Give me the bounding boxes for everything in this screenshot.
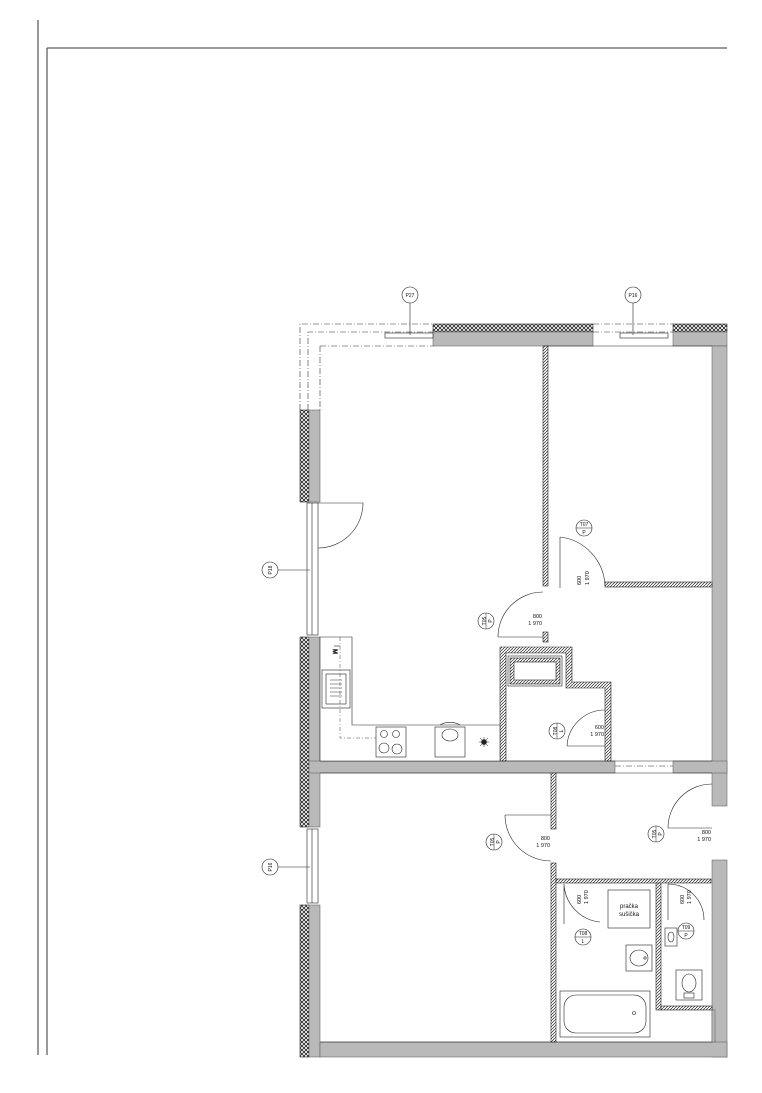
svg-text:M: M: [331, 649, 337, 654]
svg-text:P: P: [582, 530, 586, 536]
svg-text:P: P: [488, 619, 494, 623]
door-tag-t08-bath: T08 L 600 1 970: [574, 890, 592, 946]
svg-text:sušička: sušička: [619, 912, 640, 918]
svg-text:P: P: [658, 832, 664, 836]
svg-text:T08: T08: [579, 931, 588, 937]
window-tag-p18: P18: [261, 561, 310, 579]
svg-text:P18: P18: [268, 565, 274, 574]
facade-insulation: [299, 323, 728, 1058]
room-lines: [320, 345, 712, 1043]
windows: [306, 332, 669, 904]
svg-text:800: 800: [702, 830, 711, 836]
svg-text:L: L: [559, 729, 565, 732]
svg-text:800: 800: [541, 836, 550, 842]
svg-text:T05: T05: [490, 837, 496, 846]
service-core: [499, 646, 612, 762]
svg-text:P16: P16: [629, 293, 638, 299]
svg-text:600: 600: [577, 576, 583, 585]
partitions: [542, 345, 713, 1043]
washer-dryer-label: pračka sušička: [619, 904, 640, 918]
svg-text:L: L: [582, 939, 585, 945]
door-tag-t08-wc: T08 L 600 1 970: [548, 722, 604, 740]
svg-text:1 970: 1 970: [584, 890, 590, 904]
svg-text:T07: T07: [580, 522, 589, 528]
window-tag-p27: P27: [401, 286, 419, 335]
door-tag-t05-lower: T05 P 800 1 970: [485, 833, 550, 851]
sheet-frame: [37, 20, 727, 1055]
kitchen-cabinet-line: [339, 637, 376, 739]
svg-text:P: P: [684, 933, 688, 939]
svg-text:P: P: [496, 840, 502, 844]
walls: [308, 331, 728, 1058]
svg-text:1 970: 1 970: [697, 837, 711, 843]
door-tag-t07: T07 P 600 1 970: [575, 519, 593, 585]
svg-text:P16: P16: [268, 862, 274, 871]
svg-text:800: 800: [533, 614, 542, 620]
svg-text:1 970: 1 970: [687, 890, 693, 904]
door-swings: [317, 502, 713, 924]
outline-dashdot: [299, 323, 673, 767]
svg-text:1 970: 1 970: [585, 571, 591, 585]
kitchen-counter: M: [319, 636, 501, 762]
svg-text:T08: T08: [553, 726, 559, 735]
svg-text:1 970: 1 970: [590, 732, 604, 738]
door-tag-t09-toilet: T09 P 600 1 970: [677, 890, 695, 940]
svg-text:T09: T09: [682, 925, 691, 931]
svg-text:T05: T05: [482, 616, 488, 625]
window-tag-p16-top: P16: [624, 286, 642, 335]
svg-text:600: 600: [680, 895, 686, 904]
svg-text:600: 600: [577, 895, 583, 904]
door-tag-t05-main: T05 P 800 1 970: [477, 612, 542, 630]
svg-text:1 970: 1 970: [536, 843, 550, 849]
bathroom-fixtures: [559, 889, 703, 1038]
window-tag-p16-left: P16: [261, 858, 310, 876]
svg-text:P27: P27: [406, 293, 415, 299]
svg-text:600: 600: [595, 725, 604, 731]
svg-text:pračka: pračka: [620, 904, 639, 910]
svg-text:1 970: 1 970: [528, 621, 542, 627]
svg-text:T05: T05: [652, 829, 658, 838]
door-tag-t05-right: T05 P 800 1 970: [647, 825, 711, 843]
